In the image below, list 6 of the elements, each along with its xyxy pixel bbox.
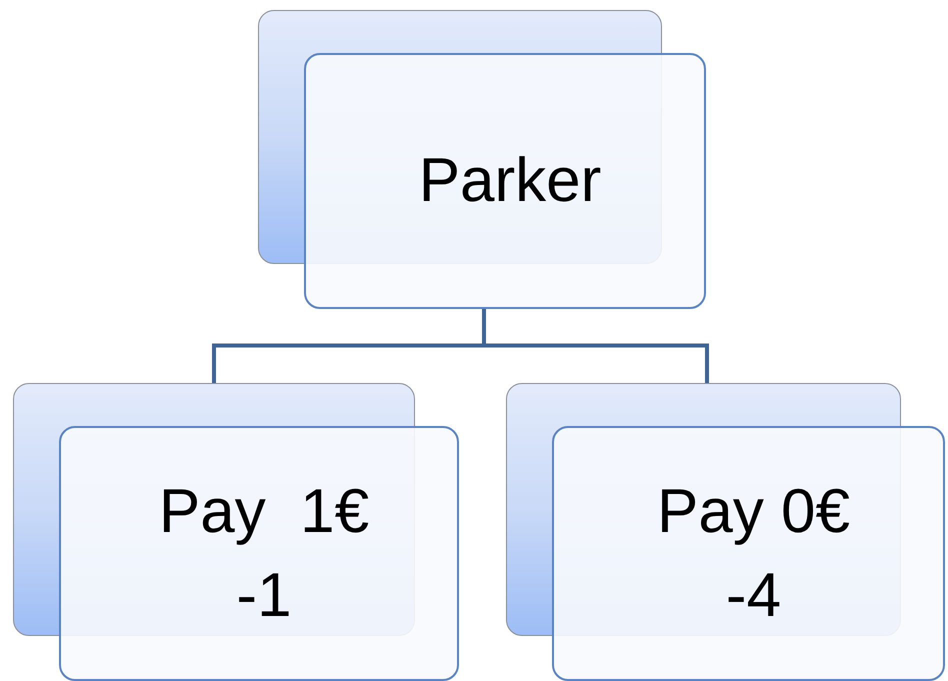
connector-line — [482, 308, 709, 383]
node-label: Pay 1€ — [158, 480, 370, 542]
node-label: Parker — [418, 150, 602, 212]
node-label: -1 — [236, 564, 292, 626]
node-label: -4 — [726, 564, 782, 626]
node-label: Pay 0€ — [656, 480, 850, 542]
